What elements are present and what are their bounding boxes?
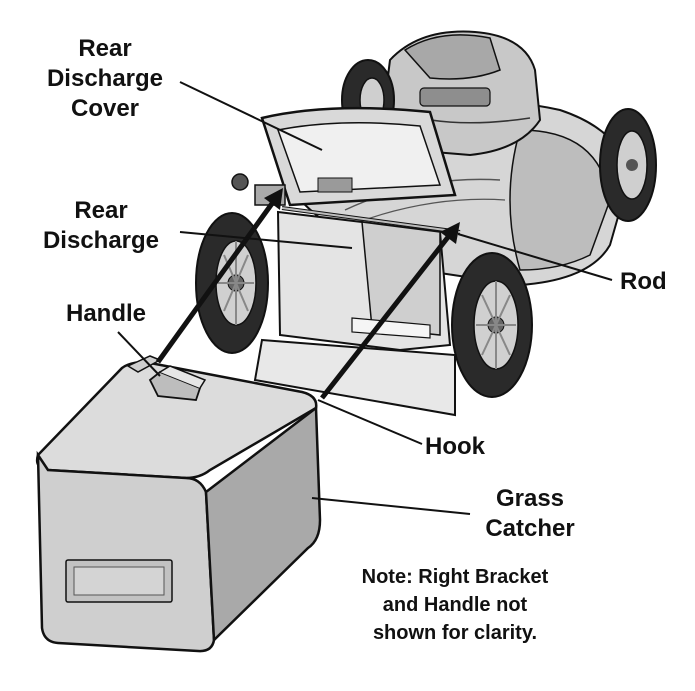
wheel-rear-right: [599, 108, 657, 222]
leader-hook: [317, 399, 423, 445]
label-grass-catcher: Grass Catcher: [485, 485, 575, 542]
label-hook: Hook: [425, 433, 485, 460]
label-handle: Handle: [66, 300, 147, 327]
leader-grass-catcher: [311, 497, 471, 515]
leader-rear-discharge: [179, 231, 353, 249]
rear-discharge-cover: [260, 106, 457, 207]
assembly-arrows: [155, 188, 460, 400]
label-rear-discharge-cover: Rear Discharge Cover: [46, 35, 164, 122]
arrow-head-right: [440, 222, 460, 244]
leader-handle: [117, 331, 161, 377]
rear-discharge-chute: [253, 210, 456, 417]
arrow-head-left: [264, 188, 283, 210]
wheel-front-left: [195, 212, 269, 354]
leader-lines: [117, 81, 613, 515]
wheel-front-right: [451, 252, 533, 398]
leader-rear-discharge-cover: [179, 81, 323, 151]
leader-rod: [457, 233, 613, 281]
label-rod: Rod: [620, 268, 667, 295]
label-rear-discharge: Rear Discharge: [42, 197, 160, 254]
note-text: Note: Right Bracket and Handle not shown…: [361, 566, 549, 644]
grass-catcher: [35, 355, 322, 653]
